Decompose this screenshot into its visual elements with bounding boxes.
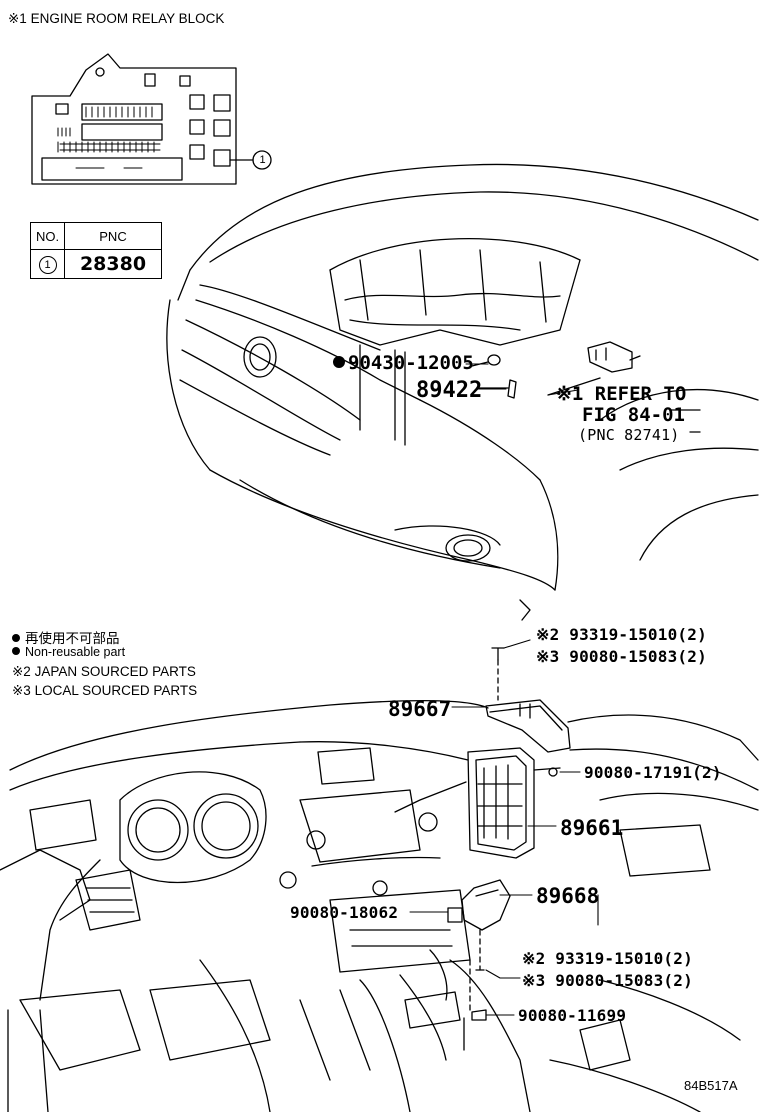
refer-to-label[interactable]: ※1 REFER TO xyxy=(556,383,687,405)
relay-block-drawing xyxy=(31,53,272,185)
bullet-dot-icon xyxy=(12,647,20,655)
bullet-dot-icon xyxy=(12,634,20,642)
pnc-table-header-pnc: PNC xyxy=(64,222,162,250)
vehicle-front-drawing xyxy=(166,163,759,621)
part-label-90080-18062[interactable]: 90080-18062 xyxy=(290,903,399,922)
part-label-90080-11699[interactable]: 90080-11699 xyxy=(518,1006,627,1025)
non-reusable-dot-icon xyxy=(333,356,345,368)
figure-code: 84B517A xyxy=(684,1078,738,1093)
leader-lines xyxy=(409,363,599,1016)
part-label-90080-15083-top[interactable]: ※3 90080-15083(2) xyxy=(536,647,707,666)
part-label-90080-17191[interactable]: 90080-17191(2) xyxy=(584,763,722,782)
part-number: 90430-12005 xyxy=(348,352,474,374)
part-label-89668[interactable]: 89668 xyxy=(536,884,600,908)
legend-text: 再使用不可部品 xyxy=(25,631,120,646)
relay-block-callout: 1 xyxy=(259,154,266,166)
part-label-90080-15083-bottom[interactable]: ※3 90080-15083(2) xyxy=(522,971,693,990)
part-label-89661[interactable]: 89661 xyxy=(560,816,624,840)
part-label-89422[interactable]: 89422 xyxy=(416,378,483,403)
legend-non-reusable: Non-reusable part xyxy=(12,645,125,659)
part-label-89667[interactable]: 89667 xyxy=(388,697,452,721)
pnc-row-value: 28380 xyxy=(79,253,147,275)
legend-jp-nonreusable: 再使用不可部品 xyxy=(12,627,120,647)
legend-japan-sourced: ※2 JAPAN SOURCED PARTS xyxy=(12,664,196,679)
part-label-93319-15010-top[interactable]: ※2 93319-15010(2) xyxy=(536,625,707,644)
refer-pnc-label: (PNC 82741) xyxy=(578,426,680,444)
refer-fig-label: FIG 84-01 xyxy=(582,404,685,426)
pnc-table: NO. PNC 1 28380 xyxy=(30,222,162,279)
part-label-93319-15010-bottom[interactable]: ※2 93319-15010(2) xyxy=(522,949,693,968)
pnc-table-cell-pnc: 28380 xyxy=(64,249,162,279)
part-label-90430-12005[interactable]: 90430-12005 xyxy=(333,352,474,374)
dashboard-drawing xyxy=(0,700,759,1112)
pnc-row-number: 1 xyxy=(38,255,57,274)
pnc-table-header-no: NO. xyxy=(30,222,65,250)
relay-block-title: ※1 ENGINE ROOM RELAY BLOCK xyxy=(8,11,225,26)
legend-local-sourced: ※3 LOCAL SOURCED PARTS xyxy=(12,683,198,698)
legend-text: Non-reusable part xyxy=(25,645,126,659)
pnc-table-cell-no: 1 xyxy=(30,249,65,279)
